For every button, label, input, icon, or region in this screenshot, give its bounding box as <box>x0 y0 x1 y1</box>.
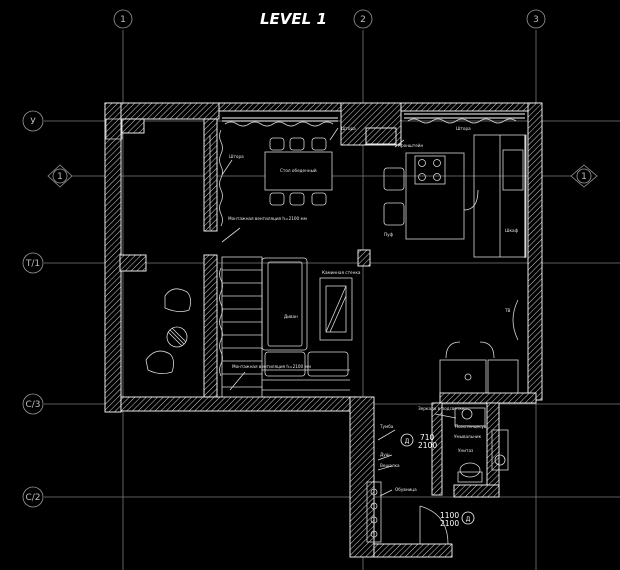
label-unitaz: Унитаз <box>458 448 473 453</box>
annotations: Штора Штора Штора Кронштейн Монтажная ве… <box>228 126 519 492</box>
wardrobe: ТВ <box>439 299 519 394</box>
label-curtain-top: Штора <box>341 126 356 131</box>
windows <box>222 113 526 258</box>
label-boots: Обувница <box>395 487 417 492</box>
staircase <box>221 256 350 398</box>
level-title: LEVEL 1 <box>260 10 327 28</box>
door-tag-1: Д 710 2100 <box>400 433 437 450</box>
svg-text:ТВ: ТВ <box>504 308 511 313</box>
wall-inner-left <box>203 118 218 232</box>
label-shower: Душ <box>380 452 390 457</box>
wall-hall-left <box>349 396 375 558</box>
side-table <box>166 326 188 348</box>
leaders <box>221 127 457 497</box>
column-center <box>357 249 371 267</box>
wall-right <box>527 102 543 401</box>
svg-text:1: 1 <box>581 172 587 182</box>
label-coats: Вешалка <box>380 463 400 468</box>
axis-bubble-2: 2 <box>353 9 373 29</box>
svg-text:Каминная стенка: Каминная стенка <box>322 270 361 275</box>
lounge-furniture <box>105 118 191 374</box>
axis-bubble-c3: С/3 <box>22 393 44 415</box>
label-curtain-right: Штора <box>456 126 471 131</box>
fireplace-wall: Каминная стенка <box>319 270 361 341</box>
wall-stub-left <box>119 254 147 272</box>
svg-text:2100: 2100 <box>418 441 437 450</box>
wall-left <box>104 102 122 413</box>
sofa: Диван <box>261 257 349 377</box>
axis-bubble-3: 3 <box>526 9 546 29</box>
bathroom <box>454 407 509 483</box>
label-washbasin: Умывальник <box>454 434 482 439</box>
wall-bottom-right <box>439 392 537 404</box>
svg-text:3: 3 <box>533 15 539 25</box>
svg-text:С/3: С/3 <box>25 400 40 410</box>
label-towel: Полотенцесуш. <box>455 424 489 429</box>
wall-bath-bottom <box>453 484 500 498</box>
svg-text:710: 710 <box>420 433 435 442</box>
axis-bubble-c2: С/2 <box>22 486 44 508</box>
wall-bath-right <box>486 402 500 496</box>
label-curtain-left: Штора <box>229 154 244 159</box>
axis-bubble-1: 1 <box>113 9 133 29</box>
svg-text:Д: Д <box>466 516 471 523</box>
label-mount2: Монтажная вентиляция h=2100 мм <box>232 364 311 369</box>
section-marker-right: 1 <box>570 164 598 188</box>
wall-bath-left <box>431 402 443 496</box>
wall-inner-left-low <box>203 254 218 398</box>
svg-text:2: 2 <box>360 15 366 25</box>
svg-text:Д: Д <box>405 438 410 445</box>
curtains <box>209 118 517 377</box>
svg-text:1100: 1100 <box>440 511 459 520</box>
svg-text:С/2: С/2 <box>25 493 40 503</box>
column-top-left <box>121 118 145 134</box>
wall-top-right <box>400 102 542 112</box>
wall-bottom-left <box>120 396 358 412</box>
axis-bubble-y: У <box>22 110 44 132</box>
kitchen <box>365 127 527 258</box>
label-brackets: Кронштейн <box>398 143 423 148</box>
svg-text:1: 1 <box>57 172 63 182</box>
wall-top-mid <box>218 102 342 112</box>
armchair-2 <box>145 350 174 374</box>
svg-text:Диван: Диван <box>284 314 298 319</box>
svg-text:2100: 2100 <box>440 519 459 528</box>
hallway <box>366 481 449 545</box>
armchair-1 <box>164 288 191 312</box>
label-shelf: Тумба <box>379 424 394 429</box>
wall-top-left <box>104 102 220 120</box>
svg-text:1: 1 <box>120 15 126 25</box>
label-wardrobe: Шкаф <box>505 228 519 233</box>
label-bench: Пуф <box>384 232 394 237</box>
svg-text:Стол обеденный: Стол обеденный <box>280 168 317 173</box>
svg-text:У: У <box>30 117 36 127</box>
axis-bubble-t1: Т/1 <box>22 252 44 274</box>
dining-table: Стол обеденный <box>264 137 333 206</box>
wall-hall-bottom <box>373 543 453 558</box>
svg-text:Т/1: Т/1 <box>25 259 40 269</box>
section-marker-left: 1 <box>47 164 73 188</box>
label-mirror: Зеркало в подсветке <box>418 406 465 411</box>
door-tag-2: Д 1100 2100 <box>440 511 475 528</box>
label-mount1: Монтажная вентиляция h=2100 мм <box>228 216 307 221</box>
